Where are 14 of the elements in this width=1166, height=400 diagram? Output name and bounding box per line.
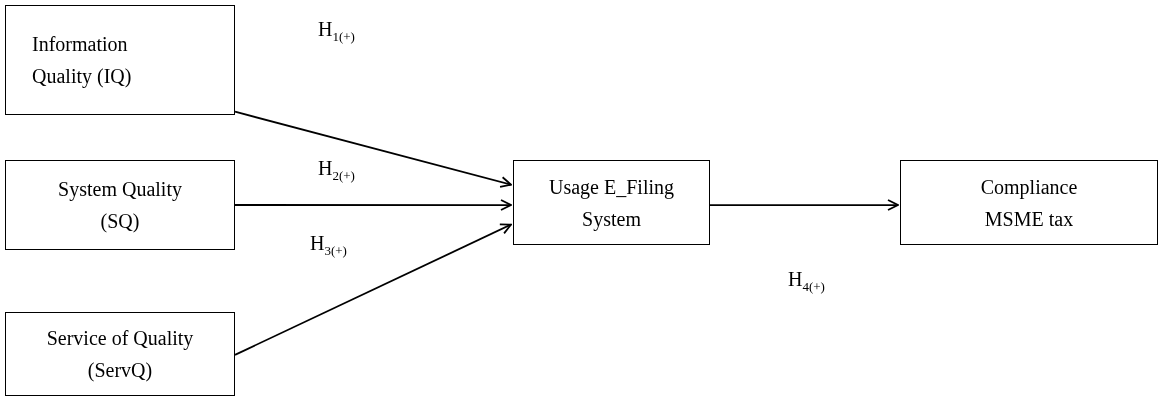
process-box: [513, 160, 710, 245]
arrow: [234, 223, 512, 356]
process-box: [5, 160, 235, 250]
node-label: System Quality (SQ): [57, 177, 183, 235]
arrow: [234, 199, 512, 211]
node-label: Information Quality (IQ): [32, 32, 133, 90]
arrow: [234, 110, 512, 188]
process-box: [900, 160, 1158, 245]
node-label: Service of Quality (ServQ): [45, 326, 195, 384]
process-box: [5, 312, 235, 396]
process-box: [5, 5, 235, 115]
arrow: [709, 199, 899, 211]
node-label: Usage E_Filing System: [548, 174, 675, 233]
node-label: Compliance MSME tax: [979, 174, 1079, 232]
